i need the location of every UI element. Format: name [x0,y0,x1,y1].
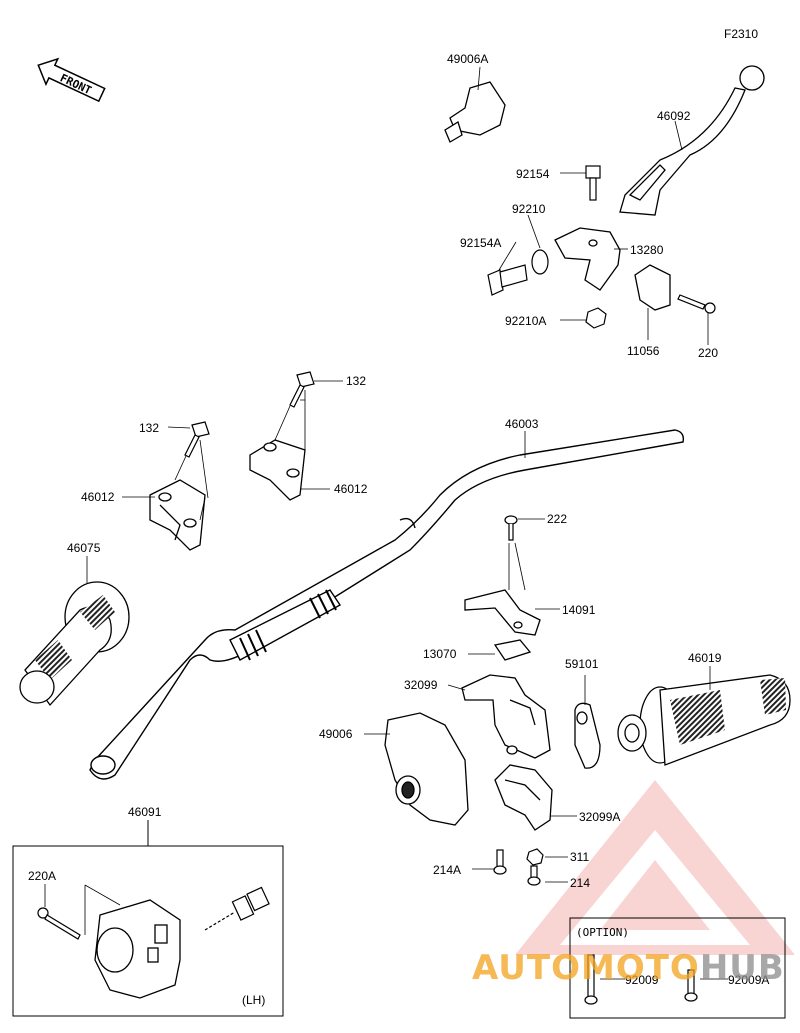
option-label: (OPTION) [576,926,629,939]
bolt-214 [527,865,541,886]
part-label-32099: 32099 [404,678,438,692]
part-label-132-right: 132 [346,374,367,388]
screw-220 [677,294,716,314]
bolt-132-right [289,371,315,408]
part-label-46075: 46075 [67,541,101,555]
part-label-46092: 46092 [657,109,691,123]
handlebar-clamp-right [249,439,306,501]
switch-box [12,820,284,1017]
screw-220A [37,907,81,940]
switch-housing [94,899,181,999]
part-label-220A: 220A [28,869,57,883]
handlebar-clamp-left [149,479,206,551]
bolt-92009A [684,969,698,1002]
connector [204,886,270,931]
part-label-220: 220 [698,346,719,360]
cable-guide-13070 [493,639,532,661]
bolt-92009 [584,954,598,1005]
part-label-311: 311 [570,850,590,864]
bolt-92154 [585,165,601,201]
part-label-14091: 14091 [562,603,596,617]
screw-222 [504,515,518,541]
part-label-13280: 13280 [630,243,664,257]
part-label-92009: 92009 [625,973,659,987]
bracket-14091 [464,589,541,636]
option-box [569,917,786,1019]
grip-right [617,674,791,766]
part-59101 [574,702,601,769]
watermark-auto: AUTO [472,948,581,988]
part-label-222: 222 [547,512,568,526]
watermark-text: AUTOMOTOHUB [472,948,785,988]
part-label-92210: 92210 [512,202,546,216]
clamp-11056 [634,264,671,311]
throttle-housing-lower [494,764,553,831]
part-label-92009A: 92009A [728,973,770,987]
part-label-92154A: 92154A [460,236,502,250]
part-label-214: 214 [570,876,591,890]
front-arrow-icon: FRONT [37,57,106,103]
part-label-46091: 46091 [128,805,162,819]
throttle-housing-upper [461,674,551,759]
watermark-triangle [515,780,795,955]
adjuster-92154A [487,264,528,296]
part-label-49006A: 49006A [447,52,489,66]
master-bracket-13280 [554,227,621,291]
part-label-49006: 49006 [319,727,353,741]
part-label-92154: 92154 [516,167,550,181]
part-label-214A: 214A [433,863,462,877]
cover-49006A [444,81,506,143]
part-label-46012-right: 46012 [334,482,368,496]
bolt-132-left [184,421,210,458]
throttle-cover [384,712,469,826]
part-label-92210A: 92210A [505,314,547,328]
part-label-132-left: 132 [139,421,160,435]
part-label-59101: 59101 [565,657,599,671]
part-label-11056: 11056 [627,344,660,358]
handlebar [89,429,685,780]
watermark-hub: HUB [699,948,785,988]
part-label-46012-left: 46012 [81,490,115,504]
lh-label: (LH) [242,993,266,1007]
leader-lines [44,66,728,980]
brake-lever [619,65,765,216]
bolt-214A [493,849,507,875]
part-label-32099A: 32099A [579,810,621,824]
grip-left [19,581,130,707]
part-label-46003: 46003 [505,417,539,431]
nut-92210 [531,249,549,275]
part-label-13070: 13070 [423,647,457,661]
figure-code: F2310 [724,27,759,41]
nut-92210A [585,307,607,329]
watermark-moto: MOTO [580,948,700,988]
nut-311 [526,848,544,866]
part-label-46019: 46019 [688,651,722,665]
